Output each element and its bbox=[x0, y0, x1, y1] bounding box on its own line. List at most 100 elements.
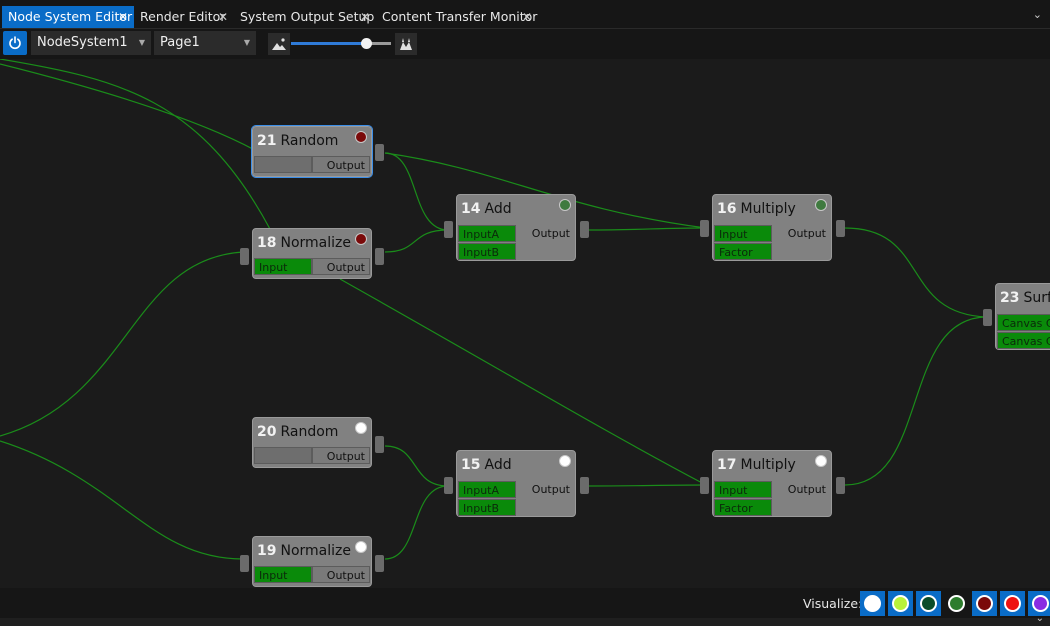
close-icon[interactable]: ✕ bbox=[359, 10, 370, 24]
node-id: 23 bbox=[1000, 290, 1020, 306]
visualize-label: Visualize: bbox=[803, 596, 863, 611]
zoom-out-icon[interactable] bbox=[268, 33, 290, 55]
input-port[interactable] bbox=[983, 309, 992, 326]
input-pin[interactable]: Input bbox=[254, 258, 312, 275]
power-button[interactable] bbox=[3, 31, 27, 55]
zoom-slider-thumb[interactable] bbox=[361, 38, 372, 49]
tab-render-editor[interactable]: Render Editor ✕ bbox=[134, 6, 234, 28]
tab-content-transfer-monitor[interactable]: Content Transfer Monitor ✕ bbox=[376, 6, 538, 28]
input-pin[interactable]: Canvas C bbox=[997, 314, 1050, 331]
input-pin[interactable]: Factor bbox=[714, 499, 772, 516]
system-select[interactable]: NodeSystem1 ▼ bbox=[31, 31, 151, 55]
input-port[interactable] bbox=[700, 477, 709, 494]
node-id: 21 bbox=[257, 133, 277, 149]
system-select-value: NodeSystem1 bbox=[37, 35, 128, 50]
input-pin[interactable]: InputA bbox=[458, 481, 516, 498]
output-pin[interactable]: Output bbox=[312, 156, 370, 173]
tab-node-system-editor[interactable]: Node System Editor ✕ bbox=[2, 6, 134, 28]
wire bbox=[588, 484, 707, 487]
node-23-surface[interactable]: 23Surfa Canvas C Canvas C bbox=[995, 283, 1050, 350]
node-id: 17 bbox=[717, 457, 737, 473]
input-pin[interactable]: Input bbox=[714, 481, 772, 498]
page-select-value: Page1 bbox=[160, 35, 200, 50]
output-port[interactable] bbox=[375, 555, 384, 572]
visualize-toggle-dark-green[interactable] bbox=[916, 591, 941, 616]
node-title: Random bbox=[280, 133, 339, 149]
tab-system-output-setup[interactable]: System Output Setup ✕ bbox=[234, 6, 376, 28]
input-port[interactable] bbox=[240, 555, 249, 572]
tab-label: Render Editor bbox=[140, 9, 226, 24]
output-port[interactable] bbox=[375, 248, 384, 265]
output-port[interactable] bbox=[580, 477, 589, 494]
input-pin[interactable]: Input bbox=[254, 566, 312, 583]
output-pin[interactable]: Output bbox=[312, 258, 370, 275]
status-indicator bbox=[815, 455, 827, 467]
output-pin[interactable]: Output bbox=[787, 483, 826, 496]
chevron-down-icon[interactable]: ⌄ bbox=[1032, 8, 1042, 21]
visualize-toggle-dark-red[interactable] bbox=[972, 591, 997, 616]
node-title: Multiply bbox=[740, 457, 796, 473]
input-pin[interactable]: Canvas C bbox=[997, 332, 1050, 349]
connection-wires bbox=[0, 59, 988, 560]
wire bbox=[0, 251, 244, 437]
status-indicator bbox=[559, 199, 571, 211]
visualize-toggle-green[interactable] bbox=[944, 591, 969, 616]
visualize-toggle-red[interactable] bbox=[1000, 591, 1025, 616]
status-indicator bbox=[559, 455, 571, 467]
input-port[interactable] bbox=[444, 221, 453, 238]
tab-strip: Node System Editor ✕ Render Editor ✕ Sys… bbox=[0, 0, 1050, 29]
output-port[interactable] bbox=[836, 477, 845, 494]
visualize-toggle-white[interactable] bbox=[860, 591, 885, 616]
input-pin[interactable]: InputB bbox=[458, 243, 516, 260]
zoom-in-icon[interactable] bbox=[395, 33, 417, 55]
output-port[interactable] bbox=[836, 220, 845, 237]
status-bar bbox=[0, 618, 1050, 626]
close-icon[interactable]: ✕ bbox=[521, 10, 532, 24]
status-indicator bbox=[355, 131, 367, 143]
visualize-bar: Visualize: bbox=[0, 588, 1050, 618]
close-icon[interactable]: ✕ bbox=[117, 10, 128, 24]
output-port[interactable] bbox=[375, 144, 384, 161]
input-port[interactable] bbox=[444, 477, 453, 494]
chevron-down-icon[interactable]: ⌄ bbox=[1035, 613, 1044, 624]
output-port[interactable] bbox=[375, 436, 384, 453]
input-pin[interactable]: InputB bbox=[458, 499, 516, 516]
input-pin[interactable] bbox=[254, 447, 312, 464]
status-indicator bbox=[355, 541, 367, 553]
output-pin[interactable]: Output bbox=[531, 483, 570, 496]
output-pin[interactable]: Output bbox=[531, 227, 570, 240]
page-select[interactable]: Page1 ▼ bbox=[154, 31, 256, 55]
input-pin[interactable]: Factor bbox=[714, 243, 772, 260]
output-port[interactable] bbox=[580, 221, 589, 238]
output-pin[interactable]: Output bbox=[312, 447, 370, 464]
wire bbox=[844, 316, 988, 486]
input-port[interactable] bbox=[240, 248, 249, 265]
wire bbox=[384, 229, 449, 253]
visualize-toggle-purple[interactable] bbox=[1028, 591, 1050, 616]
input-pin[interactable] bbox=[254, 156, 312, 173]
input-port[interactable] bbox=[700, 220, 709, 237]
input-pin[interactable]: Input bbox=[714, 225, 772, 242]
node-title: Add bbox=[484, 457, 512, 473]
visualize-toggle-yellow-green[interactable] bbox=[888, 591, 913, 616]
input-pin[interactable]: InputA bbox=[458, 225, 516, 242]
node-title: Random bbox=[280, 424, 339, 440]
close-icon[interactable]: ✕ bbox=[217, 10, 228, 24]
output-pin[interactable]: Output bbox=[312, 566, 370, 583]
node-id: 15 bbox=[461, 457, 481, 473]
wire bbox=[0, 63, 263, 155]
output-pin[interactable]: Output bbox=[787, 227, 826, 240]
zoom-slider[interactable] bbox=[291, 38, 391, 49]
wire bbox=[384, 485, 449, 560]
zoom-slider-fill bbox=[291, 42, 366, 45]
status-indicator bbox=[355, 422, 367, 434]
